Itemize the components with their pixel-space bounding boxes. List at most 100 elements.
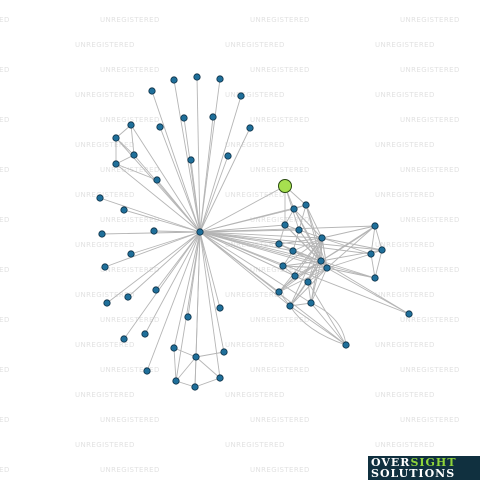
graph-node[interactable]	[150, 227, 158, 235]
watermark-text: UNREGISTERED	[75, 141, 135, 149]
watermark-text: UNREGISTERED	[0, 316, 10, 324]
graph-node[interactable]	[318, 234, 326, 242]
graph-edge	[159, 126, 201, 233]
graph-node[interactable]	[184, 313, 192, 321]
graph-node[interactable]	[281, 221, 289, 229]
graph-node[interactable]	[127, 121, 135, 129]
graph-node[interactable]	[170, 344, 178, 352]
graph-node[interactable]	[371, 222, 379, 230]
watermark-text: UNREGISTERED	[375, 91, 435, 99]
watermark-text: UNREGISTERED	[0, 466, 10, 474]
graph-node[interactable]	[216, 304, 224, 312]
graph-edge	[321, 237, 372, 255]
graph-edge-curved	[310, 302, 347, 346]
watermark-text: UNREGISTERED	[75, 341, 135, 349]
graph-node[interactable]	[304, 278, 312, 286]
graph-node[interactable]	[120, 335, 128, 343]
graph-node[interactable]	[275, 240, 283, 248]
graph-edge	[292, 250, 328, 269]
watermark-text: UNREGISTERED	[250, 66, 310, 74]
graph-node[interactable]	[290, 205, 298, 213]
graph-node[interactable]	[216, 374, 224, 382]
graph-node[interactable]	[156, 123, 164, 131]
watermark-text: UNREGISTERED	[250, 216, 310, 224]
graph-node[interactable]	[112, 134, 120, 142]
graph-edge	[199, 231, 225, 353]
graph-node[interactable]	[405, 310, 413, 318]
graph-edge	[199, 231, 309, 283]
graph-node[interactable]	[148, 87, 156, 95]
graph-node[interactable]	[143, 367, 151, 375]
graph-node[interactable]	[246, 124, 254, 132]
graph-node[interactable]	[180, 114, 188, 122]
watermark-text: UNREGISTERED	[225, 41, 285, 49]
graph-node[interactable]	[152, 286, 160, 294]
graph-node[interactable]	[193, 73, 201, 81]
watermark-text: UNREGISTERED	[100, 116, 160, 124]
graph-node-hub[interactable]	[196, 228, 204, 236]
graph-node[interactable]	[317, 257, 325, 265]
graph-node[interactable]	[220, 348, 228, 356]
graph-node[interactable]	[172, 377, 180, 385]
graph-edge	[282, 237, 323, 267]
graph-node[interactable]	[98, 230, 106, 238]
logo-sight: SIGHT	[410, 456, 457, 469]
watermark-text: UNREGISTERED	[400, 266, 460, 274]
graph-node[interactable]	[291, 272, 299, 280]
graph-node[interactable]	[279, 262, 287, 270]
graph-node[interactable]	[237, 92, 245, 100]
graph-node[interactable]	[286, 302, 294, 310]
watermark-text: UNREGISTERED	[75, 41, 135, 49]
graph-node[interactable]	[120, 206, 128, 214]
graph-edge	[127, 231, 201, 298]
graph-node[interactable]	[124, 293, 132, 301]
watermark-text: UNREGISTERED	[0, 66, 10, 74]
graph-node[interactable]	[289, 247, 297, 255]
watermark-text: UNREGISTERED	[375, 241, 435, 249]
oversight-solutions-logo: OVERSIGHT SOLUTIONS	[368, 456, 480, 480]
graph-node[interactable]	[342, 341, 350, 349]
graph-node[interactable]	[323, 264, 331, 272]
graph-edge	[199, 185, 286, 233]
graph-node[interactable]	[191, 383, 199, 391]
graph-node[interactable]	[216, 75, 224, 83]
watermark-text: UNREGISTERED	[225, 191, 285, 199]
graph-node[interactable]	[101, 263, 109, 271]
graph-node[interactable]	[187, 156, 195, 164]
graph-node[interactable]	[103, 299, 111, 307]
graph-node[interactable]	[224, 152, 232, 160]
graph-node[interactable]	[275, 288, 283, 296]
graph-edge	[130, 231, 201, 255]
graph-edge	[289, 305, 347, 346]
watermark-text: UNREGISTERED	[100, 16, 160, 24]
graph-edge	[370, 225, 376, 255]
graph-node[interactable]	[192, 353, 200, 361]
graph-edge	[326, 267, 376, 279]
graph-node[interactable]	[127, 250, 135, 258]
graph-node[interactable]	[112, 160, 120, 168]
graph-node[interactable]	[378, 246, 386, 254]
graph-edge	[199, 225, 376, 233]
graph-node[interactable]	[130, 151, 138, 159]
graph-node[interactable]	[209, 113, 217, 121]
graph-node-focal[interactable]	[278, 179, 292, 193]
graph-node[interactable]	[295, 226, 303, 234]
graph-edge	[298, 204, 307, 231]
graph-node[interactable]	[96, 194, 104, 202]
watermark-text: UNREGISTERED	[400, 216, 460, 224]
graph-edge	[199, 231, 347, 346]
graph-node[interactable]	[367, 250, 375, 258]
graph-edge	[199, 231, 294, 252]
graph-node[interactable]	[302, 201, 310, 209]
graph-node[interactable]	[170, 76, 178, 84]
graph-node[interactable]	[141, 330, 149, 338]
graph-node[interactable]	[307, 299, 315, 307]
graph-edge	[123, 209, 201, 233]
watermark-text: UNREGISTERED	[375, 341, 435, 349]
graph-edge	[104, 231, 201, 268]
watermark-text: UNREGISTERED	[100, 466, 160, 474]
graph-node[interactable]	[153, 176, 161, 184]
graph-edge	[173, 79, 201, 233]
graph-node[interactable]	[371, 274, 379, 282]
graph-edge	[199, 231, 322, 262]
